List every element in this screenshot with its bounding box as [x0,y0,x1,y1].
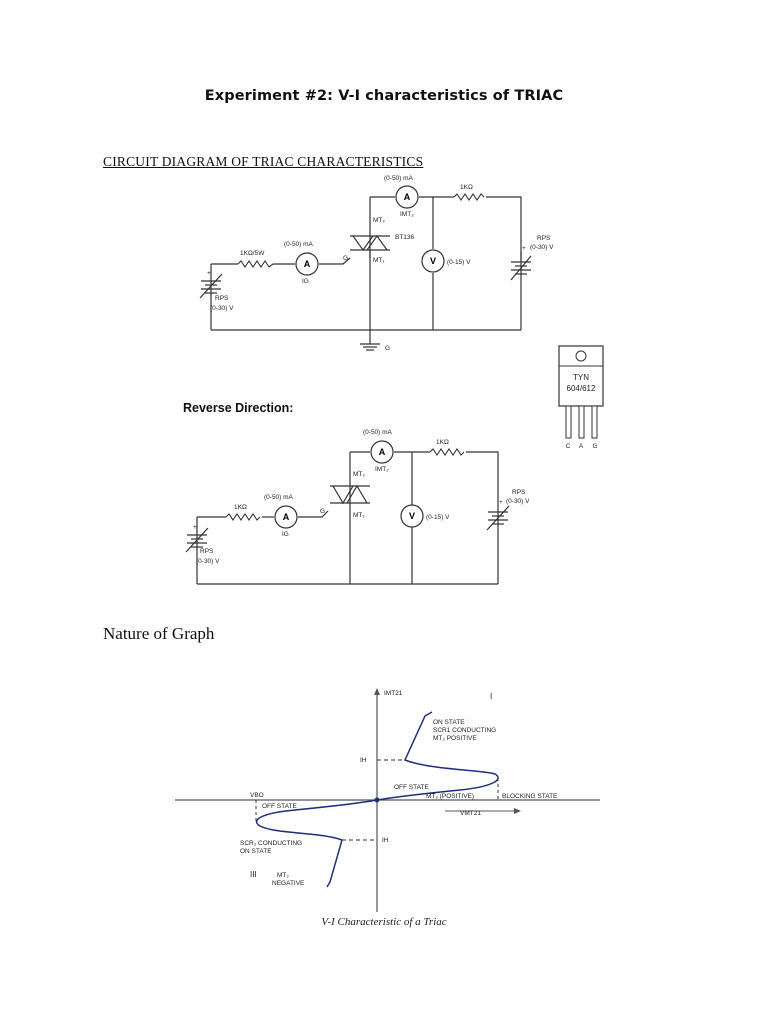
resistor-1k-top-rev [429,448,465,456]
resistor-gate-rev [225,513,261,521]
voltmeter-rev-range: (0-15) V [426,514,450,521]
graph-heading: Nature of Graph [103,624,215,643]
on-state-1-label: ON STATE [433,719,465,726]
circuit-diagram-heading: CIRCUIT DIAGRAM OF TRIAC CHARACTERISTICS [103,154,424,169]
ammeter-mt-symbol: A [404,192,411,202]
ig-label: IG [302,278,309,285]
origin-point [374,797,380,803]
rps-right-rev-label: RPS [512,489,526,496]
plus-sign: + [499,499,503,506]
voltmeter-rev-symbol: V [409,511,415,521]
resistor-top-label: 1KΩ [460,184,473,191]
rps-left-label: RPS [215,295,229,302]
curve-quadrant-1 [376,711,499,801]
voltmeter-rev-icon [400,504,424,528]
triac-icon [350,234,390,258]
ground-label: G [385,345,390,352]
mt1-rev-label: MT₁ [353,512,365,519]
mounting-hole-icon [575,350,587,362]
mt1-label: MT₁ [373,257,385,264]
rps-right-rev-range: (0-30) V [506,498,530,505]
plus-sign: + [207,270,211,277]
ammeter-gate-rev-icon [274,505,298,529]
pin-label: G [592,443,597,450]
voltmeter-icon [421,249,445,273]
x-axis-arrow-icon [514,808,521,814]
rps-left-rev-label: RPS [200,548,214,555]
vbo-label: VBO [250,792,264,799]
pin-label: A [579,443,584,450]
resistor-gate-label: 1KΩ/5W [240,250,265,257]
gate-ammeter-rev-range: (0-50) mA [264,494,294,501]
imt-rev-label: IMT₂ [375,466,389,473]
ammeter-mt-rev-icon [370,440,394,464]
gate-ammeter-range: (0-50) mA [284,241,314,248]
mt2-rev-label: MT₂ [353,471,365,478]
imt-label: IMT₂ [400,211,414,218]
mt2-positive-label: MT₂ POSITIVE [433,735,477,742]
pin-label: C [566,443,571,450]
ground-symbol [360,343,380,351]
off-state-bottom-label: OFF STATE [262,803,297,810]
ammeter-gate-rev-symbol: A [283,512,290,522]
mt2-label: MT₂ [373,217,385,224]
variable-supply-left-icon [199,273,223,299]
ig-rev-label: IG [282,531,289,538]
vi-graph: IMT21 I III IH IH VBO ON STATE SCR1 COND… [175,688,600,928]
plus-sign: + [193,524,197,531]
mt2-negative-1-label: MT₂ [277,872,289,879]
triac-rev-icon [330,484,370,505]
ih-top-label: IH [360,757,367,764]
page-title: Experiment #2: V-I characteristics of TR… [204,88,564,104]
variable-supply-right-icon [510,252,532,281]
rps-right-label: RPS [537,235,551,242]
triac-package: TYN 604/612 C A G [558,345,604,450]
ammeter-mt-rev-range: (0-50) mA [363,429,393,436]
rps-right-range: (0-30) V [530,244,554,251]
mt2-positive-paren-label: MT₂ (POSITIVE) [426,793,474,800]
x-axis-label: VMT21 [460,810,481,817]
plus-sign: + [522,245,526,252]
resistor-gate [237,260,274,268]
scr1-label: SCR1 CONDUCTING [433,727,496,734]
resistor-gate-rev-label: 1KΩ [234,504,247,511]
package-name: TYN [573,373,589,382]
circuit2-wiring [196,451,499,585]
ammeter-gate-symbol: A [304,259,311,269]
graph-caption: V-I Characteristic of a Triac [321,916,446,928]
variable-supply-left-rev-icon [185,527,209,553]
ammeter-mt-range: (0-50) mA [384,175,414,182]
quadrant-1-label: I [490,692,492,701]
rps-left-range: (0-30) V [210,305,234,312]
reverse-direction-heading: Reverse Direction: [183,401,294,415]
off-state-top-label: OFF STATE [394,784,429,791]
y-axis-arrow-icon [374,688,380,695]
blocking-state-label: BLOCKING STATE [502,793,558,800]
variable-supply-right-rev-icon [486,505,510,531]
device-label: BT136 [395,234,415,241]
resistor-top-rev-label: 1KΩ [436,439,449,446]
voltmeter-range: (0-15) V [447,259,471,266]
y-axis-label: IMT21 [384,690,403,697]
gate-g-label: G [343,255,348,262]
ammeter-gate-icon [295,252,319,276]
ammeter-mt-rev-symbol: A [379,447,386,457]
circuit1-wiring [210,196,522,344]
resistor-1k-top [453,193,485,201]
ammeter-mt-icon [395,185,419,209]
on-state-2-label: ON STATE [240,848,272,855]
scr2-label: SCR₂ CONDUCTING [240,840,302,847]
mt2-negative-2-label: NEGATIVE [272,880,305,887]
curve-quadrant-3 [255,799,378,888]
ih-bottom-label: IH [382,837,389,844]
quadrant-3-label: III [250,870,257,879]
package-model: 604/612 [567,384,596,393]
voltmeter-symbol: V [430,256,436,266]
rps-left-rev-range: (0-30) V [196,558,220,565]
gate-g-rev-label: G [320,508,325,515]
